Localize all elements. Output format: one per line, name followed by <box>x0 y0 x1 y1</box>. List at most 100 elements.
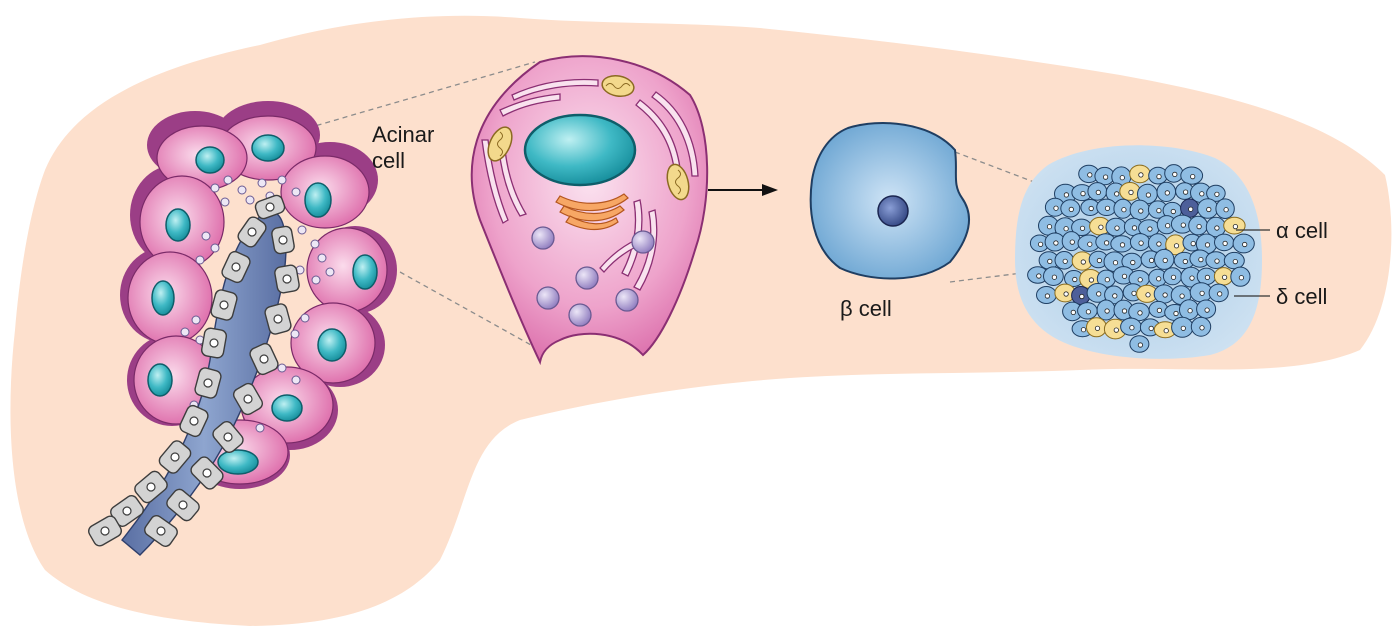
islet-cell-nucleus <box>1156 307 1163 313</box>
islet-cell-nucleus <box>1072 276 1078 283</box>
islet-cell-nucleus <box>1114 191 1120 197</box>
islet-cell-nucleus <box>1087 241 1093 247</box>
islet-cell-nucleus <box>1170 274 1177 280</box>
islet-cell-nucleus <box>1199 290 1205 296</box>
islet-cell-nucleus <box>1242 241 1248 248</box>
islet-cell-nucleus <box>1190 241 1196 247</box>
islet-cell-nucleus <box>1112 260 1119 266</box>
islet-cell-nucleus <box>1038 241 1044 247</box>
islet-cell-nucleus <box>1149 257 1155 263</box>
islet-cell-nucleus <box>1156 241 1162 247</box>
islet-cell-nucleus <box>1103 174 1109 180</box>
islet-cell-nucleus <box>1199 325 1205 331</box>
islet-cell-nucleus <box>1189 275 1195 281</box>
islet-cell-nucleus <box>1130 259 1136 266</box>
islet-cell-nucleus <box>1068 206 1074 212</box>
arrow-acinar-to-beta <box>708 184 778 196</box>
islet-cell-nucleus <box>1173 243 1180 249</box>
islet-cell-nucleus <box>1156 208 1162 214</box>
label-pointers <box>1234 229 1270 297</box>
endoplasmic-reticulum <box>481 78 699 291</box>
islet-cell-nucleus <box>1079 225 1086 231</box>
islet-cell-nucleus <box>1180 222 1186 228</box>
islet-cell-nucleus <box>1183 189 1189 195</box>
islet-cell-nucleus <box>1080 327 1087 333</box>
islet-cell-nucleus <box>1079 293 1085 300</box>
beta-cell <box>809 122 971 280</box>
islet-cell-nucleus <box>1080 259 1086 265</box>
islet-cell-nucleus <box>1096 257 1103 264</box>
islet-cell-nucleus <box>1173 310 1179 317</box>
islet-cell-nucleus <box>1223 207 1229 213</box>
golgi-apparatus <box>555 193 629 231</box>
islet-cell-nucleus <box>1204 274 1211 280</box>
islet-cell-nucleus <box>1222 240 1228 246</box>
islet-cell-nucleus <box>1214 258 1220 264</box>
delta-cell-label: δ cell <box>1276 284 1328 309</box>
islet-cell-nucleus <box>1114 225 1120 231</box>
beta-cell-nucleus <box>877 195 909 227</box>
acinar-cell <box>470 55 709 366</box>
islet-cell-nucleus <box>1222 274 1228 280</box>
islet-cell-nucleus <box>1036 273 1042 279</box>
islet-cell-nucleus <box>1128 189 1134 195</box>
islet-cell-nucleus <box>1206 206 1212 213</box>
islet-cell-nucleus <box>1214 191 1220 197</box>
islet-cell-nucleus <box>1069 239 1075 245</box>
islet-cell-nucleus <box>1044 293 1051 299</box>
islet-cell-nucleus <box>1156 174 1162 180</box>
acinar-nucleus <box>523 113 637 187</box>
islet-cell-nucleus <box>1163 328 1169 334</box>
islet-cell-nucleus <box>1162 292 1168 298</box>
mitochondria <box>487 75 690 201</box>
islet-cell-nucleus <box>1138 240 1144 246</box>
islet-cell-nucleus <box>1087 172 1093 178</box>
islet-cells <box>1027 164 1255 353</box>
islet-cell-nucleus <box>1104 240 1110 246</box>
islet-cell-nucleus <box>1170 208 1176 215</box>
beta-cell-label: β cell <box>840 296 892 321</box>
islet-cell-nucleus <box>1104 205 1111 211</box>
islet-cell-nucleus <box>1148 325 1154 331</box>
islet-cell-nucleus <box>1214 225 1220 231</box>
islet-cell-nucleus <box>1119 242 1126 248</box>
islet-cell-nucleus <box>1164 190 1170 196</box>
islet-cell-nucleus <box>1051 274 1058 280</box>
islet-cell-nucleus <box>1104 277 1110 283</box>
islet-cell-nucleus <box>1179 293 1185 299</box>
islet-cell-nucleus <box>1070 309 1076 315</box>
islet-of-langerhans <box>1015 145 1262 359</box>
duct-cell-nuclei <box>100 202 292 536</box>
islet-cell-nucleus <box>1112 293 1118 299</box>
islet-cell-nucleus <box>1063 192 1070 198</box>
zymogen-granules <box>531 226 655 327</box>
islet-cell-nucleus <box>1204 307 1210 313</box>
islet-cell-nucleus <box>1137 277 1143 283</box>
islet-cell-nucleus <box>1104 308 1110 314</box>
islet-cell-nucleus <box>1080 191 1086 197</box>
islet-cell-nucleus <box>1088 277 1095 283</box>
islet-cell-nucleus <box>1085 309 1092 315</box>
islet-cell-nucleus <box>1196 224 1202 230</box>
islet-cell-nucleus <box>1137 310 1143 316</box>
islet-cell-nucleus <box>1047 258 1053 264</box>
islet-cell-nucleus <box>1187 308 1193 314</box>
islet-cell-nucleus <box>1062 258 1068 264</box>
islet-cell-nucleus <box>1156 276 1162 282</box>
islet-cell-nucleus <box>1232 258 1238 265</box>
alpha-cell-label: α cell <box>1276 218 1328 243</box>
islet-cell-nucleus <box>1198 256 1204 263</box>
islet-cell-nucleus <box>1053 205 1059 211</box>
acinus-lobule <box>88 101 397 556</box>
islet-cell-nucleus <box>1147 226 1153 232</box>
islet-cell-nucleus <box>1121 207 1127 213</box>
islet-cell-nucleus <box>1137 342 1144 348</box>
duct-wall-cells <box>88 194 300 547</box>
islet-cell-nucleus <box>1121 273 1128 279</box>
islet-cell-nucleus <box>1129 325 1135 331</box>
islet-cell-nucleus <box>1172 171 1178 177</box>
acinar-label-line2: cell <box>372 148 406 173</box>
acinar-label-line1: Acinar <box>372 122 435 147</box>
